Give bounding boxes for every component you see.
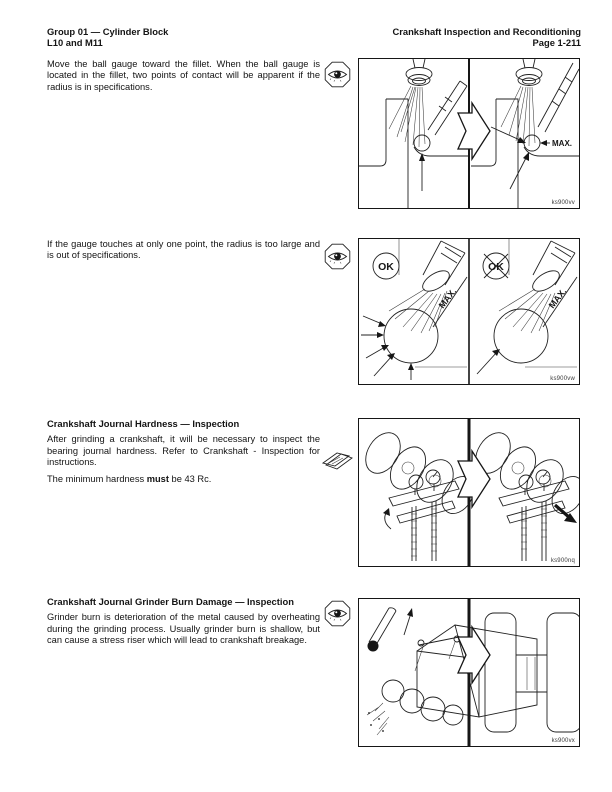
figure2-ok-label-left: OK bbox=[378, 261, 394, 273]
figure-grinder-drawing bbox=[366, 599, 579, 746]
section-heading: Crankshaft Journal Grinder Burn Damage —… bbox=[47, 596, 294, 607]
figure-radius-drawing: OK MAX. OK MAX. bbox=[361, 239, 578, 384]
paragraph-hardness: The minimum hardness must be 43 Rc. bbox=[47, 474, 320, 485]
figure-ball-gauge-fillet: MAX. ks900vv bbox=[358, 58, 580, 209]
eye-inspect-icon bbox=[324, 600, 351, 627]
figure-hardness-drawing bbox=[365, 419, 579, 566]
hardness-must: must bbox=[146, 474, 169, 485]
figure2-ok-label-right: OK bbox=[488, 261, 504, 273]
paragraph: After grinding a crankshaft, it will be … bbox=[47, 434, 320, 467]
section-heading: Crankshaft Journal Hardness — Inspection bbox=[47, 418, 240, 429]
figure4-caption: ks900vx bbox=[551, 738, 575, 744]
figure2-max-label-right: MAX. bbox=[547, 286, 569, 310]
figure1-max-label: MAX. bbox=[552, 139, 572, 148]
section-grinder-burn: Crankshaft Journal Grinder Burn Damage —… bbox=[47, 596, 320, 652]
paragraph: Move the ball gauge toward the fillet. W… bbox=[47, 59, 320, 92]
hardness-suffix: be 43 Rc. bbox=[168, 474, 212, 485]
header-left: Group 01 — Cylinder Block L10 and M11 bbox=[47, 26, 169, 48]
eye-inspect-icon bbox=[324, 61, 351, 88]
eye-inspect-icon bbox=[324, 243, 351, 270]
figure-grinder-burn: ks900vx bbox=[358, 598, 580, 747]
figure-hardness-tester: ks900nq bbox=[358, 418, 580, 567]
hardness-prefix: The minimum hardness bbox=[47, 474, 147, 485]
header-engine-models: L10 and M11 bbox=[47, 36, 103, 48]
figure-radius-too-large: OK MAX. OK MAX. bbox=[358, 238, 580, 385]
figure1-caption: ks900vv bbox=[551, 200, 575, 206]
paragraph: If the gauge touches at only one point, … bbox=[47, 239, 320, 261]
figure2-caption: ks900vw bbox=[550, 376, 575, 382]
header-page-number: Page 1-211 bbox=[532, 36, 581, 48]
paragraph: Grinder burn is deterioration of the met… bbox=[47, 612, 320, 645]
figure2-max-label-left: MAX. bbox=[437, 286, 459, 310]
header-group-title: Group 01 — Cylinder Block bbox=[47, 26, 169, 37]
header-right: Crankshaft Inspection and Reconditioning… bbox=[392, 26, 581, 48]
section-journal-hardness: Crankshaft Journal Hardness — Inspection… bbox=[47, 418, 320, 491]
figure3-caption: ks900nq bbox=[550, 558, 575, 564]
section-gauge-one-point: If the gauge touches at only one point, … bbox=[47, 239, 320, 268]
figure-ball-gauge-drawing: MAX. bbox=[359, 59, 579, 208]
section-ball-gauge-two-points: Move the ball gauge toward the fillet. W… bbox=[47, 59, 320, 99]
header-chapter-title: Crankshaft Inspection and Reconditioning bbox=[392, 26, 581, 37]
feeler-gauge-icon bbox=[320, 448, 354, 474]
